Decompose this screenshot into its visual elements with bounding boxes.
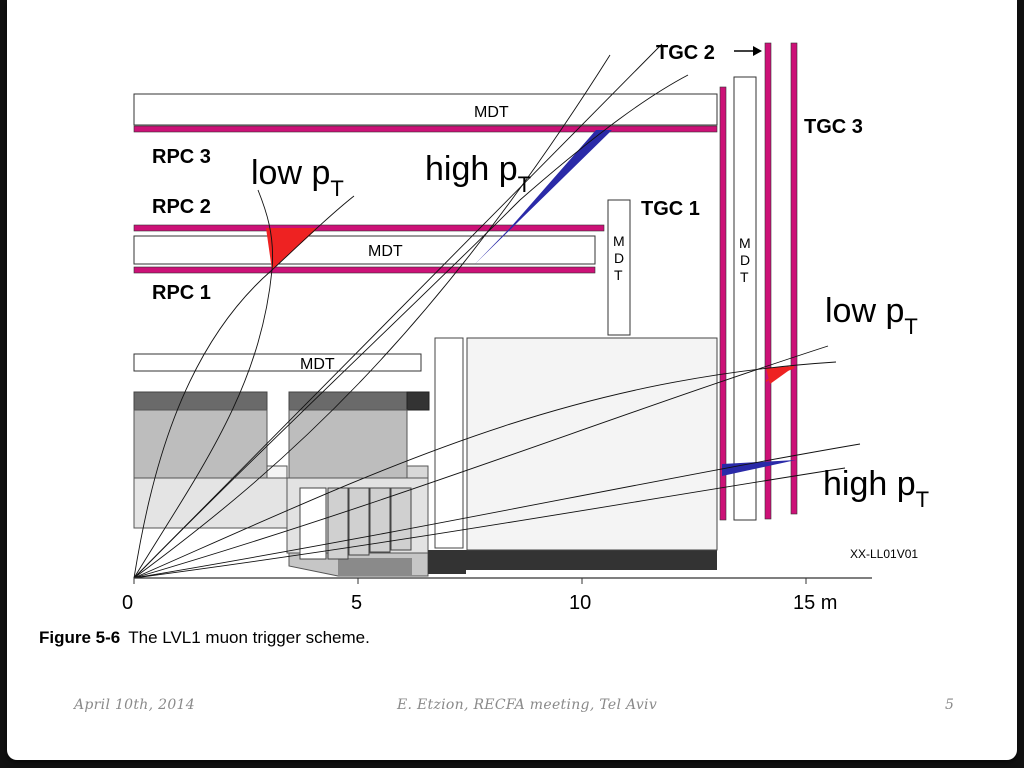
rpc1-chamber <box>133 266 596 274</box>
tgc1-label: TGC 1 <box>641 198 700 220</box>
rpc3-label: RPC 3 <box>152 146 211 168</box>
mdt-outer <box>133 93 718 126</box>
rpc2-label: RPC 2 <box>152 196 211 218</box>
mdt-endcap-inner <box>607 199 631 336</box>
distance-axis: 0 5 10 15 m <box>122 577 872 614</box>
axis-tick-10: 10 <box>569 592 591 614</box>
rpc2-chamber <box>133 224 605 232</box>
slide: MDT MDT MDT M D T M D T RPC 3 RPC 2 RPC … <box>7 0 1017 760</box>
mdt-endcap-middle-label-t: T <box>740 269 749 285</box>
low-pt-endcap-cone <box>766 366 795 384</box>
mdt-endcap-inner-label-m: M <box>613 233 625 249</box>
high-pt-barrel-cone <box>474 130 612 265</box>
mdt-middle <box>133 235 596 265</box>
low-pt-barrel-label: low pT <box>251 154 344 201</box>
high-pt-endcap-cone <box>722 460 796 476</box>
tgc2-label: TGC 2 <box>656 42 715 64</box>
muon-tracks <box>133 43 861 579</box>
low-pt-endcap-label: low pT <box>825 292 918 339</box>
high-pt-barrel-label: high pT <box>425 150 531 197</box>
footer-page-number: 5 <box>945 697 955 713</box>
mdt-chambers <box>133 76 757 521</box>
axis-tick-5: 5 <box>351 592 362 614</box>
mdt-endcap-middle-label-d: D <box>740 252 750 268</box>
caption-label: Figure 5-6 <box>39 628 120 647</box>
mdt-inner-label: MDT <box>300 356 335 373</box>
mdt-middle-label: MDT <box>368 243 403 260</box>
chamber-labels: MDT MDT MDT M D T M D T RPC 3 RPC 2 RPC … <box>152 42 863 373</box>
mdt-endcap-inner-label-t: T <box>614 267 623 283</box>
mdt-outer-label: MDT <box>474 104 509 121</box>
footer-date: April 10th, 2014 <box>74 697 195 713</box>
trigger-chambers <box>133 42 798 521</box>
mdt-endcap-inner-label-d: D <box>614 250 624 266</box>
tgc2-chamber <box>764 42 772 520</box>
axis-tick-0: 0 <box>122 592 133 614</box>
figure-caption: Figure 5-6 The LVL1 muon trigger scheme. <box>39 628 370 647</box>
diagram-code: XX-LL01V01 <box>850 547 918 561</box>
muon-trigger-diagram: MDT MDT MDT M D T M D T RPC 3 RPC 2 RPC … <box>39 42 929 647</box>
caption-text: The LVL1 muon trigger scheme. <box>128 628 370 647</box>
mdt-endcap-middle <box>733 76 757 521</box>
tgc3-chamber <box>790 42 798 515</box>
tgc3-label: TGC 3 <box>804 116 863 138</box>
rpc1-label: RPC 1 <box>152 282 211 304</box>
tgc1-chamber <box>719 86 727 521</box>
low-pt-barrel-cone <box>266 228 318 270</box>
mdt-endcap-middle-label-m: M <box>739 235 751 251</box>
rpc3-chamber <box>133 125 718 133</box>
axis-tick-15m: 15 m <box>793 592 837 614</box>
tgc2-arrow <box>734 46 762 56</box>
high-pt-endcap-label: high pT <box>823 465 929 512</box>
footer-event: E. Etzion, RECFA meeting, Tel Aviv <box>397 697 658 713</box>
momentum-labels: low pT high pT low pT high pT <box>251 150 929 512</box>
calorimeter-blocks <box>133 337 718 577</box>
